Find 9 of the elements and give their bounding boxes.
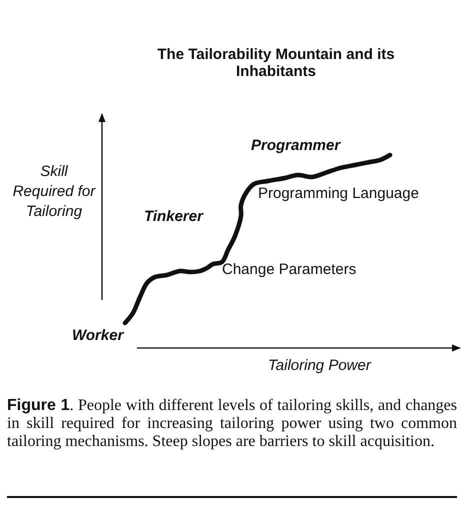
axis-title: Tailoring Power [268, 357, 371, 374]
axis-title: Skill Required for Tailoring [12, 162, 97, 222]
role-label: Tinkerer [144, 208, 203, 226]
mechanism-label: Change Parameters [222, 261, 356, 278]
title: The Tailorability Mountain and its Inhabitants [156, 46, 396, 80]
mechanism-label: Programming Language [258, 185, 419, 202]
figure-caption: Figure 1. People with different levels of tailoring skills, and changes in skill required for increasing tailoring power using two common tailoring mechanisms. Steep slopes are barriers to skill acquisition. [7, 397, 457, 451]
role-label: Worker [72, 327, 124, 344]
role-label: Programmer [251, 137, 340, 154]
